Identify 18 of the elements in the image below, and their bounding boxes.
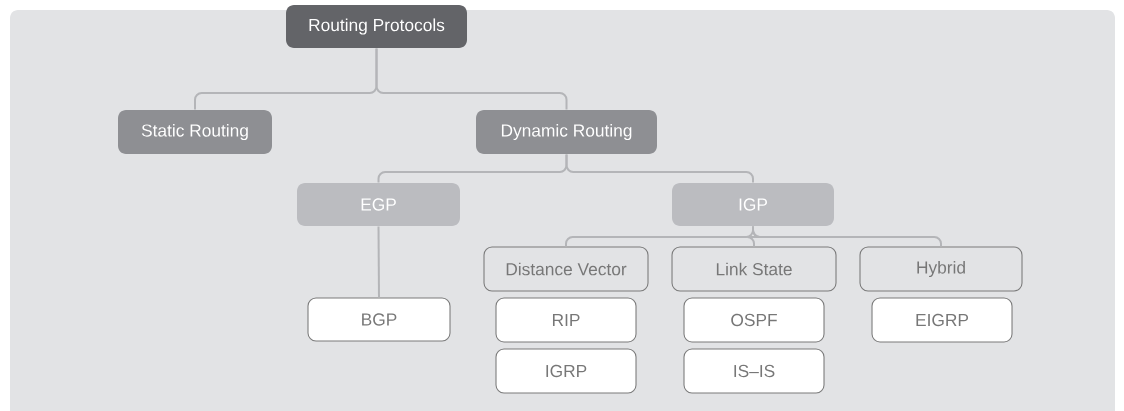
type-box: Hybrid: [859, 246, 1023, 292]
type-box: Distance Vector: [483, 246, 649, 292]
group-box: EGP: [297, 183, 460, 226]
protocol-box: OSPF: [683, 297, 825, 343]
protocol-box: BGP: [307, 297, 451, 342]
protocol-box: IGRP: [495, 348, 637, 394]
connector-line: [752, 225, 942, 248]
protocol-box: EIGRP: [871, 297, 1013, 343]
category-box: Dynamic Routing: [476, 110, 657, 154]
connector-line: [375, 47, 568, 111]
category-box: Static Routing: [118, 110, 272, 154]
root-box: Routing Protocols: [286, 5, 467, 48]
group-box: IGP: [672, 183, 834, 226]
connector-line: [565, 153, 754, 184]
protocol-box: RIP: [495, 297, 637, 343]
protocol-box: IS–IS: [683, 348, 825, 394]
connector-line: [377, 225, 380, 299]
type-box: Link State: [671, 246, 837, 292]
